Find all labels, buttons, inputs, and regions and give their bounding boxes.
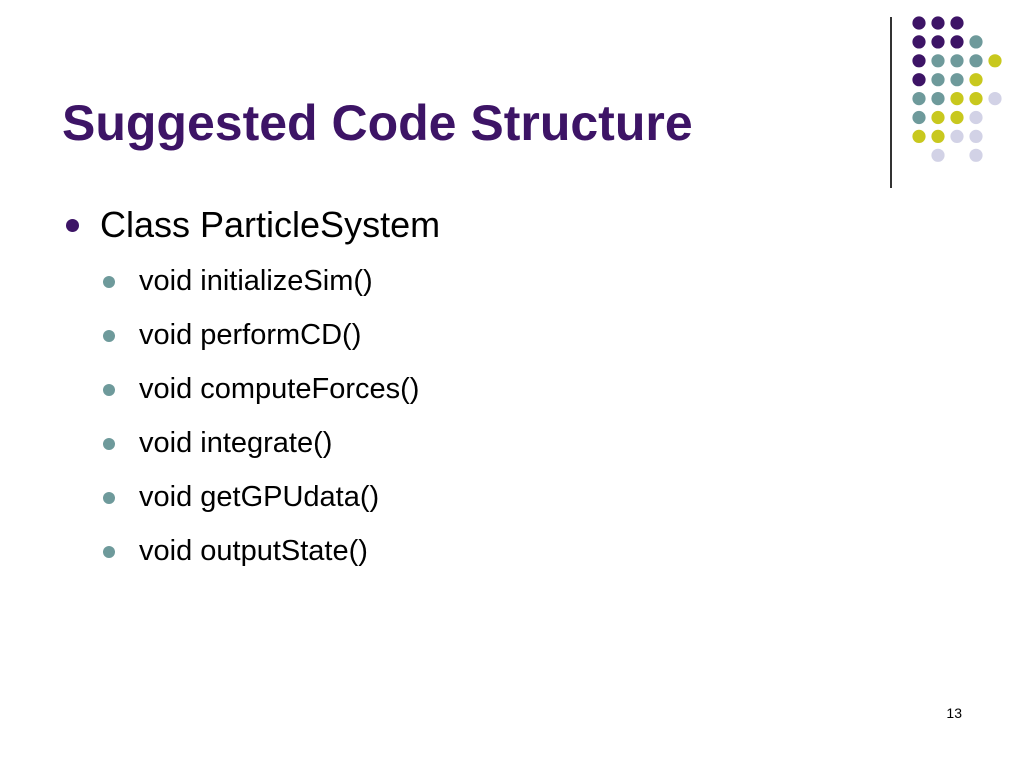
bullet-dot-icon	[103, 546, 115, 558]
page-number: 13	[946, 705, 962, 721]
decor-dot-purple	[912, 16, 926, 30]
bullet-text: void getGPUdata()	[139, 481, 380, 513]
bullet-item-level2: void performCD()	[103, 317, 362, 353]
bullet-item-level2: void initializeSim()	[103, 263, 373, 299]
decor-dot-teal	[950, 73, 964, 87]
decor-dot-lavender	[988, 92, 1002, 106]
decor-dot-yellow	[912, 129, 926, 143]
bullet-text: void performCD()	[139, 319, 362, 351]
bullet-text: void computeForces()	[139, 373, 420, 405]
bullet-dot-icon	[66, 219, 79, 232]
title-divider-line	[890, 17, 892, 188]
decor-dot-purple	[950, 16, 964, 30]
bullet-item-level2: void outputState()	[103, 533, 368, 569]
bullet-dot-icon	[103, 438, 115, 450]
decor-dot-purple	[912, 35, 926, 49]
decorative-dot-grid	[912, 16, 1002, 162]
decor-dot-yellow	[988, 54, 1002, 68]
decor-dot-lavender	[950, 129, 964, 143]
decor-dot-purple	[912, 73, 926, 87]
decor-dot-teal	[912, 92, 926, 106]
decor-dot-yellow	[931, 110, 945, 125]
bullet-dot-icon	[103, 492, 115, 504]
bullet-dot-icon	[103, 276, 115, 288]
decor-dot-teal	[969, 54, 983, 68]
decor-dot-teal	[931, 54, 945, 68]
decor-dot-purple	[931, 35, 945, 49]
decor-dot-teal	[969, 35, 983, 49]
decor-dot-yellow	[931, 129, 945, 143]
bullet-item-level2: void integrate()	[103, 425, 333, 461]
decor-dot-teal	[931, 73, 945, 87]
decor-dot-yellow	[969, 73, 983, 87]
decor-dot-teal	[931, 92, 945, 106]
decor-dot-yellow	[950, 110, 964, 125]
bullet-text: void initializeSim()	[139, 265, 373, 297]
bullet-dot-icon	[103, 384, 115, 396]
decor-dot-teal	[950, 54, 964, 68]
decor-dot-lavender	[969, 129, 983, 143]
bullet-item-level2: void getGPUdata()	[103, 479, 380, 515]
bullet-item-level2: void computeForces()	[103, 371, 420, 407]
decor-dot-yellow	[950, 92, 964, 106]
decor-dot-purple	[912, 54, 926, 68]
decor-dot-lavender	[969, 110, 983, 125]
bullet-text: void integrate()	[139, 427, 333, 459]
decor-dot-teal	[912, 110, 926, 125]
bullet-text: void outputState()	[139, 535, 368, 567]
decor-dot-yellow	[969, 92, 983, 106]
bullet-text: Class ParticleSystem	[100, 204, 441, 245]
bullet-dot-icon	[103, 330, 115, 342]
decor-dot-purple	[950, 35, 964, 49]
slide-title: Suggested Code Structure	[62, 95, 693, 151]
decor-dot-lavender	[969, 148, 983, 162]
bullet-item-level1: Class ParticleSystem	[66, 203, 441, 247]
decor-dot-lavender	[931, 148, 945, 162]
decor-dot-purple	[931, 16, 945, 30]
